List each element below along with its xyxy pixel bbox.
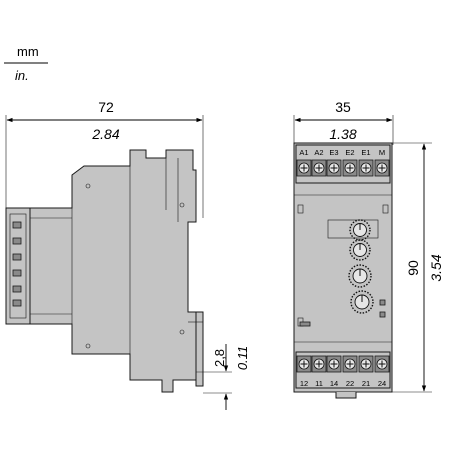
- front-led-2: [379, 311, 386, 318]
- unit-inch-label: in.: [15, 68, 29, 83]
- terminal-22-label: 22: [346, 379, 354, 388]
- terminal-11-label: 11: [315, 379, 323, 388]
- side-housing: [29, 149, 197, 393]
- front-height-mm: 90: [405, 260, 421, 276]
- bottom-terminal-labels: 12 11 14 22 21 24: [300, 379, 386, 388]
- front-height-in: 3.54: [428, 254, 444, 281]
- front-width-in: 1.38: [329, 126, 356, 142]
- units-legend: mm in.: [4, 44, 48, 83]
- side-din-clip: [188, 311, 204, 387]
- rail-offset-mm: 2,8: [212, 349, 227, 367]
- terminal-e1-label: E1: [361, 148, 370, 157]
- front-din-tab: [335, 392, 357, 399]
- unit-mm-label: mm: [17, 44, 39, 59]
- front-knob-top: [349, 219, 371, 241]
- terminal-24-label: 24: [378, 379, 386, 388]
- terminal-a1-label: A1: [299, 148, 308, 157]
- top-terminal-labels: A1 A2 E3 E2 E1 M: [299, 148, 385, 157]
- rail-offset-in: 0.11: [235, 346, 250, 370]
- front-width-mm: 35: [335, 99, 351, 115]
- terminal-14-label: 14: [330, 379, 338, 388]
- terminal-a2-label: A2: [314, 148, 323, 157]
- bottom-screw-terminals: [296, 355, 390, 373]
- front-led-slot: [299, 321, 311, 327]
- front-label-window: [327, 219, 379, 239]
- side-screw-top: [85, 183, 91, 189]
- front-knob-lower: [348, 264, 372, 288]
- terminal-e2-label: E2: [345, 148, 354, 157]
- side-knob-profiles: [12, 221, 22, 307]
- front-knob-bottom: [350, 290, 374, 314]
- terminal-21-label: 21: [362, 379, 370, 388]
- front-led-1: [379, 299, 386, 306]
- front-view: 35 1.38 90 3.54 A1 A2 E3 E2 E1 M: [293, 99, 444, 399]
- side-screw-bottom: [85, 343, 91, 349]
- side-width-in: 2.84: [91, 126, 119, 142]
- terminal-m-label: M: [379, 148, 385, 157]
- top-screw-terminals: [296, 159, 390, 177]
- side-width-mm: 72: [98, 99, 114, 115]
- side-view: 72 2.84: [5, 99, 250, 410]
- front-housing: [293, 142, 393, 393]
- terminal-12-label: 12: [300, 379, 308, 388]
- terminal-e3-label: E3: [329, 148, 338, 157]
- front-knob-middle: [349, 239, 371, 261]
